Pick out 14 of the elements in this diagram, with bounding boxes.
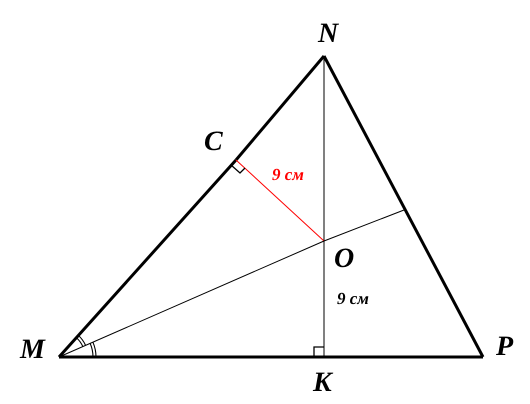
point-label: M — [20, 336, 45, 364]
point-label: N — [318, 20, 338, 48]
triangle-side — [322, 55, 484, 358]
point-label: K — [313, 369, 332, 397]
line-segment — [324, 210, 404, 242]
point-label: C — [204, 128, 223, 156]
point-label: O — [334, 245, 354, 273]
triangle-side — [59, 356, 324, 358]
triangle-side — [58, 159, 238, 358]
triangle-side — [324, 356, 483, 358]
point-label: P — [496, 333, 514, 361]
triangle-side — [234, 55, 326, 161]
line-segment — [236, 160, 324, 242]
line-segment — [58, 240, 324, 358]
